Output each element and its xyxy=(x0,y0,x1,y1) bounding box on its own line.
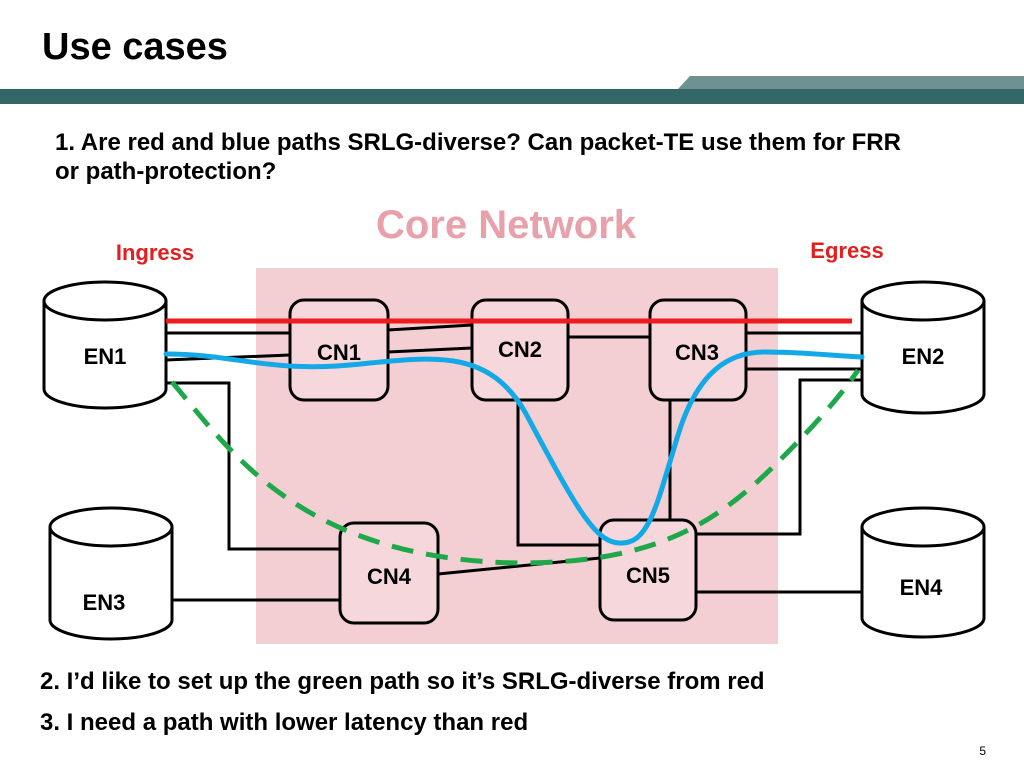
cn1-label: CN1 xyxy=(317,340,361,365)
core-network-title: Core Network xyxy=(376,203,637,247)
network-links xyxy=(165,323,862,602)
core-node-cn2[interactable]: CN2 xyxy=(470,298,570,402)
cn4-box xyxy=(338,521,440,625)
core-node-cn1[interactable]: CN1 xyxy=(288,298,390,402)
en1-cylinder-body xyxy=(42,301,168,410)
core-node-cn4[interactable]: CN4 xyxy=(338,521,440,625)
edge-node-en4[interactable]: EN4 xyxy=(860,506,986,639)
en1-cylinder-top xyxy=(42,280,168,322)
cn1-box xyxy=(288,298,390,402)
core-node-cn3[interactable]: CN3 xyxy=(648,298,748,402)
en4-label: EN4 xyxy=(900,575,944,600)
ingress-label: Ingress xyxy=(116,240,194,265)
blue-path[interactable] xyxy=(163,349,865,546)
en2-cylinder-body xyxy=(860,301,986,415)
edge-node-en2[interactable]: EN2 xyxy=(860,280,986,415)
en1-label: EN1 xyxy=(84,344,127,369)
point-green-path: 2. I’d like to set up the green path so … xyxy=(40,668,765,695)
slide-title: Use cases xyxy=(42,26,228,68)
title-bar-accent xyxy=(678,76,1024,89)
edge-node-en1[interactable]: EN1 xyxy=(42,280,168,410)
en4-cylinder-body xyxy=(860,527,986,639)
en2-label: EN2 xyxy=(902,344,945,369)
cn5-label: CN5 xyxy=(626,563,670,588)
en3-cylinder-top xyxy=(48,506,174,548)
title-bar xyxy=(0,76,1024,104)
en3-label: EN3 xyxy=(83,590,126,615)
edge-node-en3[interactable]: EN3 xyxy=(48,506,174,641)
link-cn2-cn5 xyxy=(516,400,600,547)
cn4-label: CN4 xyxy=(367,564,412,589)
link-cn1-cn2-b xyxy=(387,346,473,354)
question-text: 1. Are red and blue paths SRLG-diverse? … xyxy=(55,129,901,185)
link-cn5-en2 xyxy=(696,378,862,536)
en2-cylinder-top xyxy=(860,280,986,322)
cn2-label: CN2 xyxy=(498,337,542,362)
egress-label: Egress xyxy=(810,238,883,263)
cn3-label: CN3 xyxy=(675,340,719,365)
title-bar-band xyxy=(0,89,1024,104)
green-path[interactable] xyxy=(170,368,861,566)
en4-cylinder-top xyxy=(860,506,986,548)
page-number: 5 xyxy=(979,744,986,758)
point-lower-latency: 3. I need a path with lower latency than… xyxy=(40,709,529,736)
link-en1-cn4 xyxy=(166,381,340,551)
en3-cylinder-body xyxy=(48,527,174,641)
link-cn1-cn2-a xyxy=(387,323,473,332)
cn3-box xyxy=(648,298,748,402)
